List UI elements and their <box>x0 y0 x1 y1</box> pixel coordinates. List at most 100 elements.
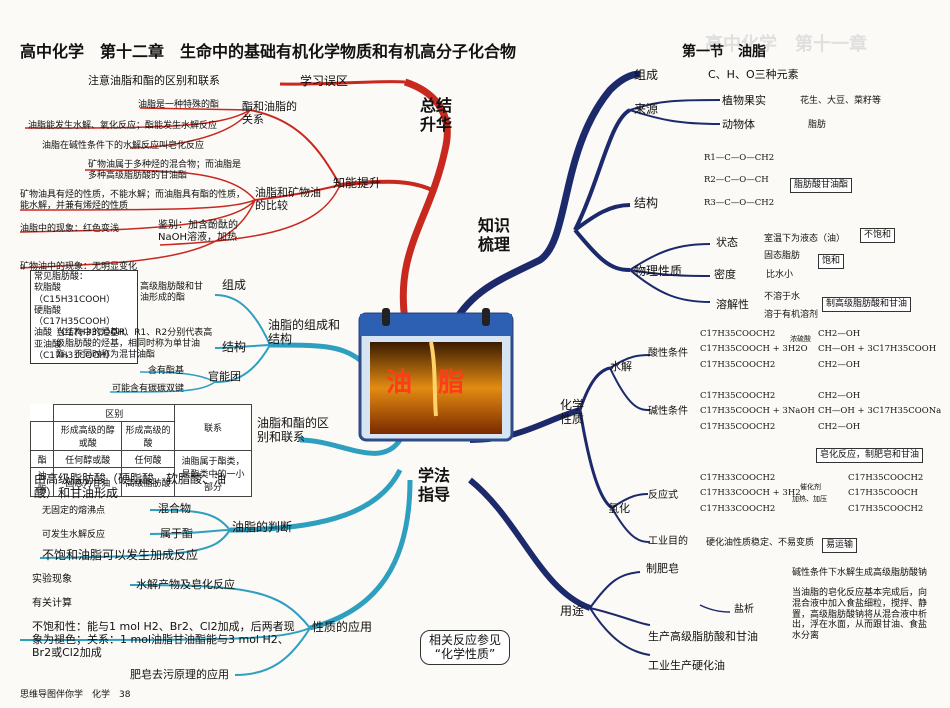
formula-line: C17H33COOCH + 3H2 <box>700 488 801 499</box>
acid-2: 硬脂酸（C17H35COOH） <box>34 305 116 327</box>
relation-item-1: 油脂是一种特殊的酯 <box>138 100 220 110</box>
application-label: 性质的应用 <box>312 620 373 634</box>
structure-desc: 当结构中的烃基R、R1、R2分别代表高级脂肪酸的烃基，相同时称为单甘油酯，不同时… <box>56 328 213 360</box>
reference-note: 相关反应参见 “化学性质” <box>420 630 511 665</box>
formula-line: R1—C—O—CH2 <box>704 153 775 163</box>
formula-line: CH2—OH <box>818 359 861 370</box>
saponify-box: 皂化反应，制肥皂和甘油 <box>816 448 924 464</box>
mineral-oil-compare-label: 油脂和矿物油的比较 <box>255 186 321 213</box>
base-hydrolysis-products: CH2—OH CH—OH + 3C17H35COONa CH2—OH <box>818 391 941 432</box>
reaction-formula-label: 反应式 <box>648 490 678 501</box>
salting-out-desc: 当油脂的皂化反应基本完成后，向混合液中加入食盐细粒，搅拌、静置，高级脂肪酸钠将从… <box>792 588 928 642</box>
animal-source: 动物体 <box>722 118 755 131</box>
hydrogenation-reactants: C17H33COOCH2 C17H33COOCH + 3H2 C17H33COO… <box>700 473 801 514</box>
catalyst-label: 催化剂 <box>800 483 821 491</box>
table-cell: 形成高级的酸 <box>121 421 175 451</box>
fg-ester: 含有酯基 <box>148 366 185 376</box>
center-title: 油 脂 <box>386 368 465 398</box>
summary-hub: 总结 升华 <box>420 96 453 135</box>
formula-line: C17H35COOCH2 <box>848 503 924 514</box>
produce-acid-box: 制高级脂肪酸和甘油 <box>822 297 912 313</box>
mineral-item-3: 油脂中的现象：红色变浅 <box>20 224 120 234</box>
hardened-oil-label: 工业生产硬化油 <box>648 659 725 672</box>
industry-goal-label: 工业目的 <box>648 536 688 547</box>
center-oil-graphic <box>358 308 514 442</box>
table-cell <box>29 421 55 451</box>
structure-note-box: 脂肪酸甘油酯 <box>790 178 853 194</box>
experiment-label: 实验现象 <box>32 574 72 585</box>
formula-line: C17H35COOCH2 <box>700 391 776 401</box>
formula-line: C17H35COOCH2 <box>700 359 776 370</box>
composition-label: 组成 <box>222 278 247 292</box>
table-cell: 固态为甘油 <box>53 467 123 497</box>
formula-line: C17H35COOCH2 <box>848 473 924 483</box>
table-header-diff: 区别 <box>53 404 175 422</box>
table-cell: 油脂 <box>29 467 55 497</box>
common-acids-title: 常见脂肪酸： <box>34 272 89 282</box>
center-oil-picture: 油 脂 <box>356 306 516 444</box>
formula-line: R3—C—O—CH2 <box>704 197 775 208</box>
salting-out-label: 盐析 <box>734 604 754 615</box>
acid-catalyst: 浓硫酸 <box>790 335 811 343</box>
state-solid: 固态脂肪 <box>764 251 801 261</box>
density-label: 密度 <box>714 268 736 281</box>
footer-text: 思维导图伴你学 化学 38 <box>20 690 131 700</box>
acid-hydrolysis-reactants: C17H35COOCH2 C17H35COOCH + 3H2O C17H35CO… <box>700 329 808 370</box>
animal-example: 脂肪 <box>808 120 827 130</box>
formula-line: C17H35COOCH2 <box>700 421 776 432</box>
acid-hydrolysis-products: CH2—OH CH—OH + 3C17H35COOH CH2—OH <box>818 329 937 370</box>
acidic-condition: 酸性条件 <box>648 348 688 359</box>
table-cell: 任何酸 <box>121 450 175 468</box>
formula-line: C17H33COOCH2 <box>700 503 776 514</box>
calc-text: 不饱和性：能与1 mol H2、Br2、Cl2加成，后两者现象为褪色；关系：1 … <box>32 620 295 660</box>
formula-line: C17H35COOCH <box>848 488 918 499</box>
state-liquid: 室温下为液态（油） <box>764 234 846 244</box>
state-label: 状态 <box>716 236 738 249</box>
table-cell: 酯 <box>29 450 55 468</box>
section-title: 第一节 油脂 <box>682 44 766 60</box>
mixture-desc: 无固定的熔沸点 <box>42 506 106 516</box>
solubility-label: 溶解性 <box>716 298 749 311</box>
formula-line: CH—OH + 3C17H35COOH <box>818 344 937 355</box>
ability-label: 知能提升 <box>333 176 382 190</box>
formula-line: CH2—OH <box>818 421 861 432</box>
table-cell: 形成高级的醇或酸 <box>53 421 123 451</box>
diff-table: 区别联系 形成高级的醇或酸形成高级的酸 酯任何醇或酸任何酸油脂属于酯类，是酯类中… <box>29 404 252 497</box>
ester-desc: 可发生水解反应 <box>42 530 106 540</box>
industry-goal-desc: 硬化油性质稳定、不易变质 <box>706 538 815 548</box>
mineral-item-2: 矿物油具有烃的性质，不能水解；而油脂具有酯的性质，能水解，并兼有烯烃的性质 <box>20 190 246 211</box>
page-title: 高中化学 第十二章 生命中的基础有机化学物质和有机高分子化合物 <box>20 42 517 61</box>
acid-4: 亚油酸（C17H31COOH） <box>34 339 116 361</box>
table-cell: 高级脂肪酸 <box>121 467 175 497</box>
formula-line: C17H35COOCH2 <box>700 329 776 339</box>
formula-line: C17H33COOCH2 <box>700 473 776 483</box>
produce-acid-label: 生产高级脂肪酸和甘油 <box>648 630 758 643</box>
relation-item-2: 油脂能发生水解、氧化反应；酯能发生水解反应 <box>28 121 218 131</box>
formula-line: C17H35COOCH + 3NaOH <box>700 406 815 417</box>
table-relation: 油脂属于酯类，是酯类中的一小部分 <box>174 450 252 497</box>
glyceride-structure: R1—C—O—CH2 R2—C—O—CH R3—C—O—CH2 <box>704 153 775 208</box>
identify-note: 鉴别：加含酚酞的NaOH溶液，加热 <box>158 220 238 243</box>
diff-label: 油脂和酯的区别和联系 <box>257 416 330 445</box>
calc-label: 有关计算 <box>32 598 72 609</box>
knowledge-hub: 知识 梳理 <box>478 216 511 255</box>
table-header-rel: 联系 <box>174 404 252 451</box>
hydrogenation-products: C17H35COOCH2 C17H35COOCH C17H35COOCH2 <box>848 473 924 514</box>
mineral-item-1: 矿物油属于多种烃的混合物；而油脂是多种高级脂肪酸的甘油酯 <box>88 160 242 181</box>
plant-source: 植物果实 <box>722 94 766 107</box>
formula-line: CH2—OH <box>818 329 861 339</box>
insoluble-water: 不溶于水 <box>764 292 801 302</box>
soap-note: 碱性条件下水解生成高级脂肪酸钠 <box>792 568 928 578</box>
right-composition-label: 组成 <box>634 68 659 82</box>
relation-item-3: 油脂在碱性条件下的水解反应叫皂化反应 <box>42 141 205 151</box>
hydrolysis-label: 水解 <box>610 360 632 373</box>
method-hub: 学法 指导 <box>418 466 451 505</box>
mixture-label: 混合物 <box>158 502 191 515</box>
structure-label: 结构 <box>222 340 247 354</box>
make-soap-label: 制肥皂 <box>646 562 679 575</box>
saturated-box: 饱和 <box>818 254 845 270</box>
basic-condition: 碱性条件 <box>648 406 688 417</box>
base-hydrolysis-reactants: C17H35COOCH2 C17H35COOCH + 3NaOH C17H35C… <box>700 391 815 432</box>
